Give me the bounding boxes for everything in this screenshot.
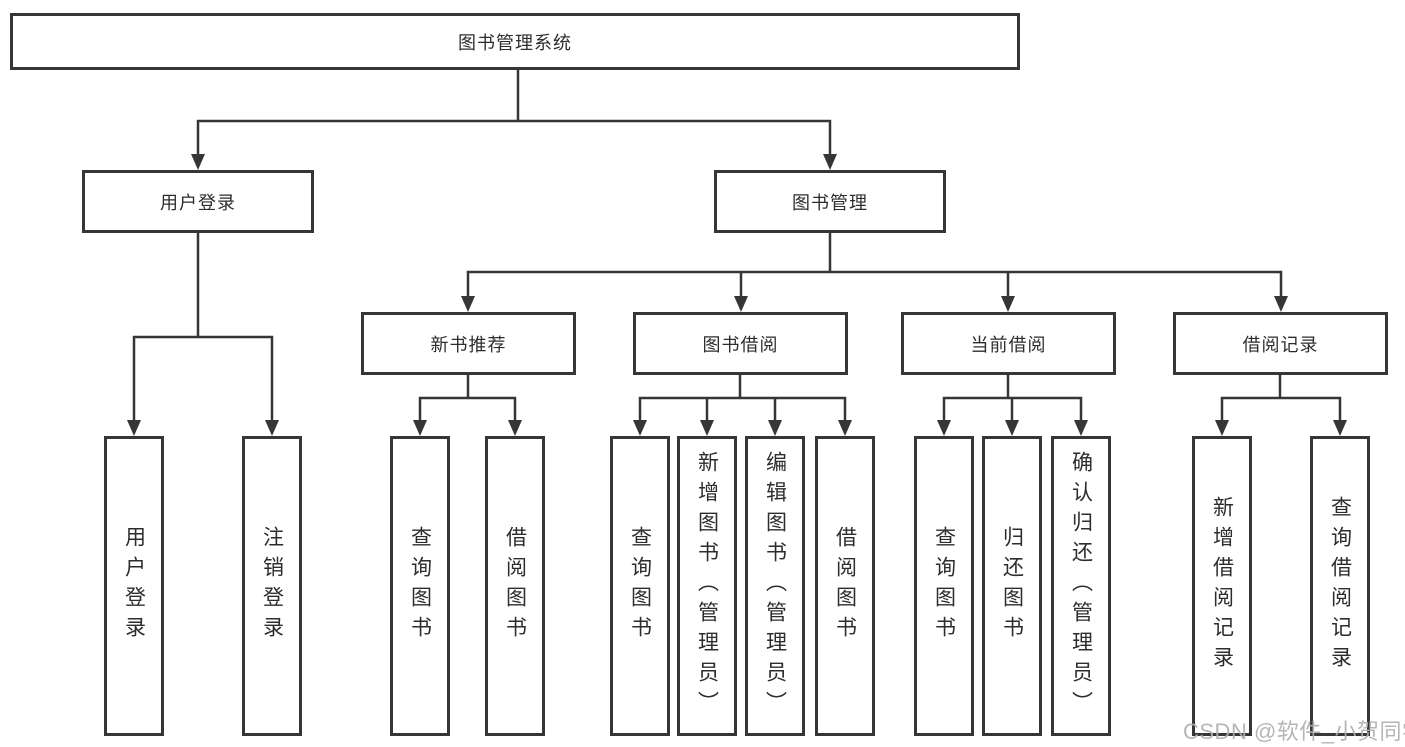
leaf-query-borrow-record: 查询借阅记录 [1310,436,1370,736]
connector-borrow-records-to-leaves [1215,375,1347,436]
node-borrow-records: 借阅记录 [1173,312,1388,375]
leaf-return-books: 归还图书 [982,436,1042,736]
connector-current-borrow-to-leaves [937,375,1088,436]
node-book-borrow: 图书借阅 [633,312,848,375]
arrowhead-icon [734,296,748,312]
leaf-query-books-current: 查询图书 [914,436,974,736]
arrowhead-icon [633,420,647,436]
leaf-confirm-return-admin: 确认归还（管理员） [1051,436,1111,736]
connector-new-book-recommend-to-leaves [413,375,522,436]
watermark: CSDN @软件_小贺同学 [1183,719,1405,744]
arrowhead-icon [127,420,141,436]
leaf-query-books-recommend: 查询图书 [390,436,450,736]
arrowhead-icon [191,154,205,170]
arrowhead-icon [508,420,522,436]
arrowhead-icon [413,420,427,436]
arrowhead-icon [838,420,852,436]
node-book-management: 图书管理 [714,170,946,233]
leaf-add-borrow-record: 新增借阅记录 [1192,436,1252,736]
arrowhead-icon [461,296,475,312]
arrowhead-icon [1215,420,1229,436]
arrowhead-icon [265,420,279,436]
connector-book-management-to-level3 [461,233,1288,312]
node-new-book-recommend: 新书推荐 [361,312,576,375]
arrowhead-icon [768,420,782,436]
connector-user-login-to-leaves [127,233,279,436]
leaf-logout: 注销登录 [242,436,302,736]
arrowhead-icon [1005,420,1019,436]
leaf-add-book-admin: 新增图书（管理员） [677,436,737,736]
node-library-system: 图书管理系统 [10,13,1020,70]
arrowhead-icon [700,420,714,436]
arrowhead-icon [1001,296,1015,312]
leaf-user-login: 用户登录 [104,436,164,736]
leaf-edit-book-admin: 编辑图书（管理员） [745,436,805,736]
arrowhead-icon [1333,420,1347,436]
connector-root-to-level2 [191,70,837,170]
arrowhead-icon [823,154,837,170]
node-current-borrow: 当前借阅 [901,312,1116,375]
leaf-borrow-books-recommend: 借阅图书 [485,436,545,736]
arrowhead-icon [937,420,951,436]
leaf-query-books-borrow: 查询图书 [610,436,670,736]
arrowhead-icon [1274,296,1288,312]
leaf-borrow-books-borrow: 借阅图书 [815,436,875,736]
node-user-login: 用户登录 [82,170,314,233]
connector-book-borrow-to-leaves [633,375,852,436]
arrowhead-icon [1074,420,1088,436]
